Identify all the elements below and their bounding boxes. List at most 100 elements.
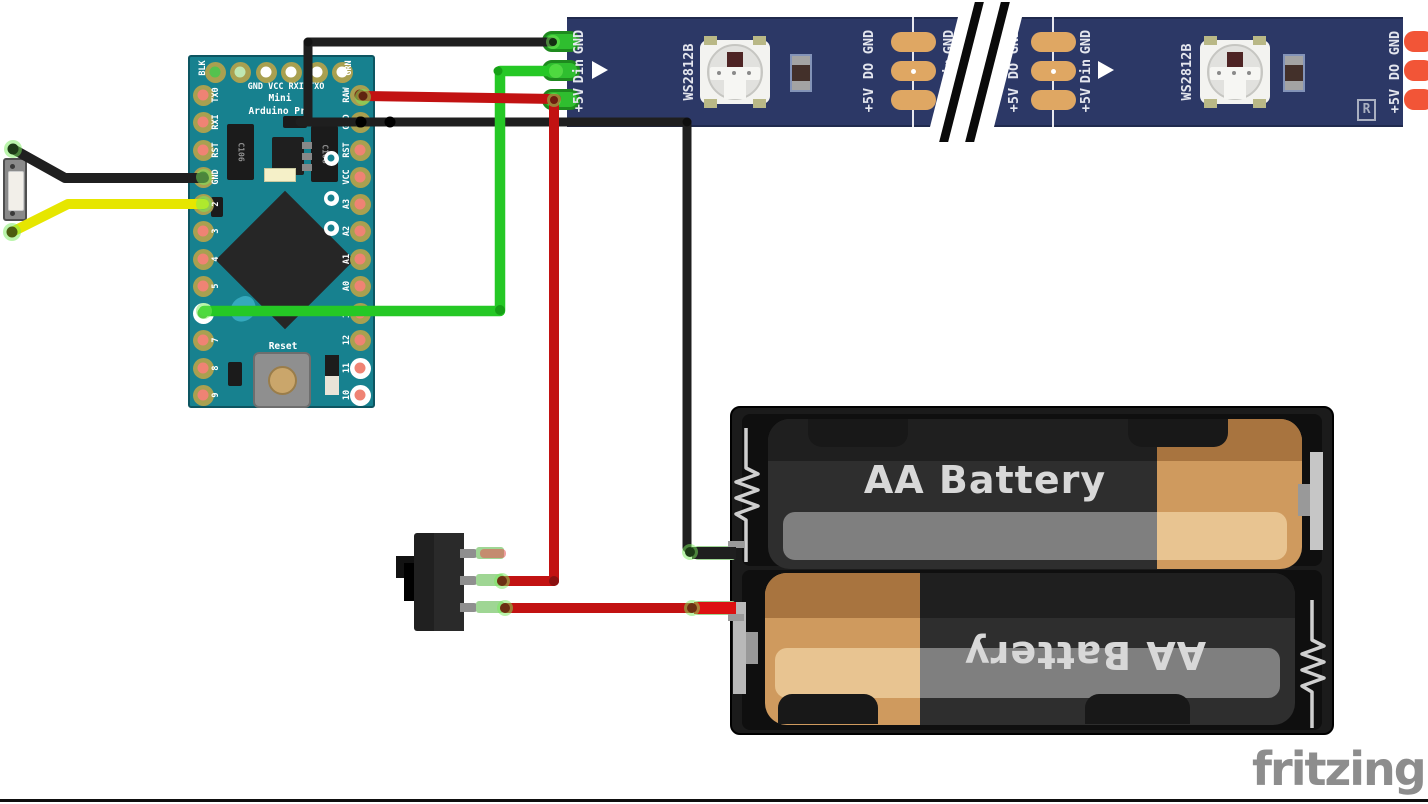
pin-hole[interactable] bbox=[255, 61, 277, 83]
strip-capacitor-1[interactable] bbox=[790, 54, 812, 92]
pin-label-grn: GRN bbox=[344, 60, 354, 76]
switch-pad bbox=[476, 601, 504, 613]
board-title-line1: Mini bbox=[268, 93, 292, 104]
data-direction-arrow-icon bbox=[1098, 61, 1114, 79]
wire-raw-to-5v-red[interactable] bbox=[357, 91, 561, 104]
pin-hole[interactable] bbox=[323, 150, 339, 166]
strip-label-5v: +5V bbox=[861, 87, 877, 113]
led-bond-dot bbox=[732, 71, 736, 75]
reset-button-cap[interactable] bbox=[268, 366, 297, 395]
battery-nub bbox=[746, 632, 758, 664]
pin-hole[interactable] bbox=[192, 329, 214, 351]
led-corner-pad bbox=[753, 36, 766, 45]
pin-label-blk: BLK bbox=[198, 60, 208, 76]
battery-label-bottom: AA Battery bbox=[963, 633, 1207, 677]
tilt-sensor-hole bbox=[10, 164, 15, 169]
strip-pad-do-out[interactable] bbox=[1404, 60, 1428, 81]
strip-label-din: Din bbox=[1078, 58, 1094, 84]
strip-capacitor-2[interactable] bbox=[1283, 54, 1305, 92]
pin-hole[interactable] bbox=[349, 84, 371, 106]
pin-hole[interactable] bbox=[349, 302, 371, 324]
strip-label-5v: +5V bbox=[571, 87, 587, 113]
pin-hole[interactable] bbox=[349, 248, 371, 270]
led-corner-pad bbox=[1204, 99, 1217, 108]
wire-5v-to-switch-red[interactable] bbox=[497, 95, 559, 586]
ws2812b-led-2[interactable] bbox=[1200, 36, 1270, 108]
smd-capacitor bbox=[283, 116, 307, 128]
led-corner-pad bbox=[1253, 99, 1266, 108]
strip-label-din: Din bbox=[571, 58, 587, 84]
led-die bbox=[727, 52, 743, 67]
ws2812b-led-1[interactable] bbox=[700, 36, 770, 108]
strip-solder-pad[interactable] bbox=[891, 32, 936, 52]
switch-pin-1[interactable] bbox=[460, 549, 478, 558]
pin-label: A0 bbox=[342, 280, 352, 292]
pin-hole[interactable] bbox=[349, 384, 371, 406]
ws2812b-chip-label: WS2812B bbox=[681, 43, 697, 101]
pin-hole[interactable] bbox=[280, 61, 302, 83]
strip-solder-pad[interactable] bbox=[1031, 90, 1076, 110]
led-corner-pad bbox=[704, 36, 717, 45]
pin-hole[interactable] bbox=[323, 190, 339, 206]
pin-hole[interactable] bbox=[192, 357, 214, 379]
pin-hole[interactable] bbox=[349, 193, 371, 215]
tilt-sensor-hole bbox=[10, 211, 15, 216]
pin-label: GND bbox=[342, 114, 352, 130]
pin-hole[interactable] bbox=[349, 357, 371, 379]
smd-resistor bbox=[228, 362, 242, 386]
tilt-sensor-window bbox=[8, 171, 24, 211]
strip-label-do: DO bbox=[1387, 63, 1403, 81]
battery-band bbox=[783, 512, 1157, 560]
battery-label-top: AA Battery bbox=[863, 458, 1107, 502]
pin-hole[interactable] bbox=[229, 61, 251, 83]
strip-label-5v: +5V bbox=[1006, 87, 1022, 113]
unconnected-wire-stub bbox=[480, 549, 506, 558]
regulator-pin bbox=[302, 142, 312, 149]
led-corner-pad bbox=[753, 99, 766, 108]
pin-hole[interactable] bbox=[349, 275, 371, 297]
pin-label: 10 bbox=[342, 389, 352, 401]
pin-hole[interactable] bbox=[349, 329, 371, 351]
contact-plate bbox=[1310, 452, 1323, 550]
pin-hole[interactable] bbox=[349, 220, 371, 242]
holder-clip bbox=[1085, 694, 1190, 724]
strip-pad-5v-out[interactable] bbox=[1404, 89, 1428, 110]
pin-hole[interactable] bbox=[306, 61, 328, 83]
holder-clip bbox=[808, 419, 908, 447]
canvas-border bbox=[0, 799, 1428, 802]
strip-label-gnd: GND bbox=[861, 29, 877, 55]
led-corner-pad bbox=[1204, 36, 1217, 45]
capacitor-c106: C106 bbox=[227, 124, 254, 180]
pin-hole[interactable] bbox=[349, 111, 371, 133]
pin-hole[interactable] bbox=[349, 139, 371, 161]
tilt-sensor[interactable] bbox=[3, 158, 27, 221]
pin-label: A2 bbox=[342, 225, 352, 237]
fritzing-watermark: fritzing bbox=[1252, 742, 1427, 796]
ws2812b-chip-label: WS2812B bbox=[1179, 43, 1195, 101]
pin-label: RXI bbox=[211, 114, 221, 130]
top-row-labels: GND VCC RXI TXO bbox=[247, 82, 325, 92]
wire-sensor-signal-yellow[interactable] bbox=[7, 199, 209, 237]
switch-pin-3[interactable] bbox=[460, 603, 478, 612]
strip-label-gnd: GND bbox=[1387, 30, 1403, 56]
switch-pin-2[interactable] bbox=[460, 576, 478, 585]
terminal-pad bbox=[694, 601, 736, 615]
battery-band bbox=[1157, 512, 1287, 560]
pin-label: A1 bbox=[342, 253, 352, 265]
pin-hole[interactable] bbox=[349, 166, 371, 188]
smd-led-window bbox=[325, 376, 339, 395]
wire-sensor-gnd-black[interactable] bbox=[8, 144, 209, 183]
holder-clip bbox=[1128, 419, 1228, 447]
pin-label: RST bbox=[211, 142, 221, 158]
led-bond-dot bbox=[1247, 71, 1251, 75]
strip-solder-pad[interactable] bbox=[891, 90, 936, 110]
led-corner-pad bbox=[704, 99, 717, 108]
strip-pad-hole bbox=[1051, 69, 1056, 74]
strip-solder-pad[interactable] bbox=[1031, 32, 1076, 52]
pin-hole[interactable] bbox=[192, 384, 214, 406]
strip-pad-gnd-out[interactable] bbox=[1404, 31, 1428, 52]
battery-band bbox=[775, 648, 920, 698]
led-bond-dot bbox=[717, 71, 721, 75]
strip-label-gnd: GND bbox=[1078, 29, 1094, 55]
pin-hole[interactable] bbox=[323, 220, 339, 236]
